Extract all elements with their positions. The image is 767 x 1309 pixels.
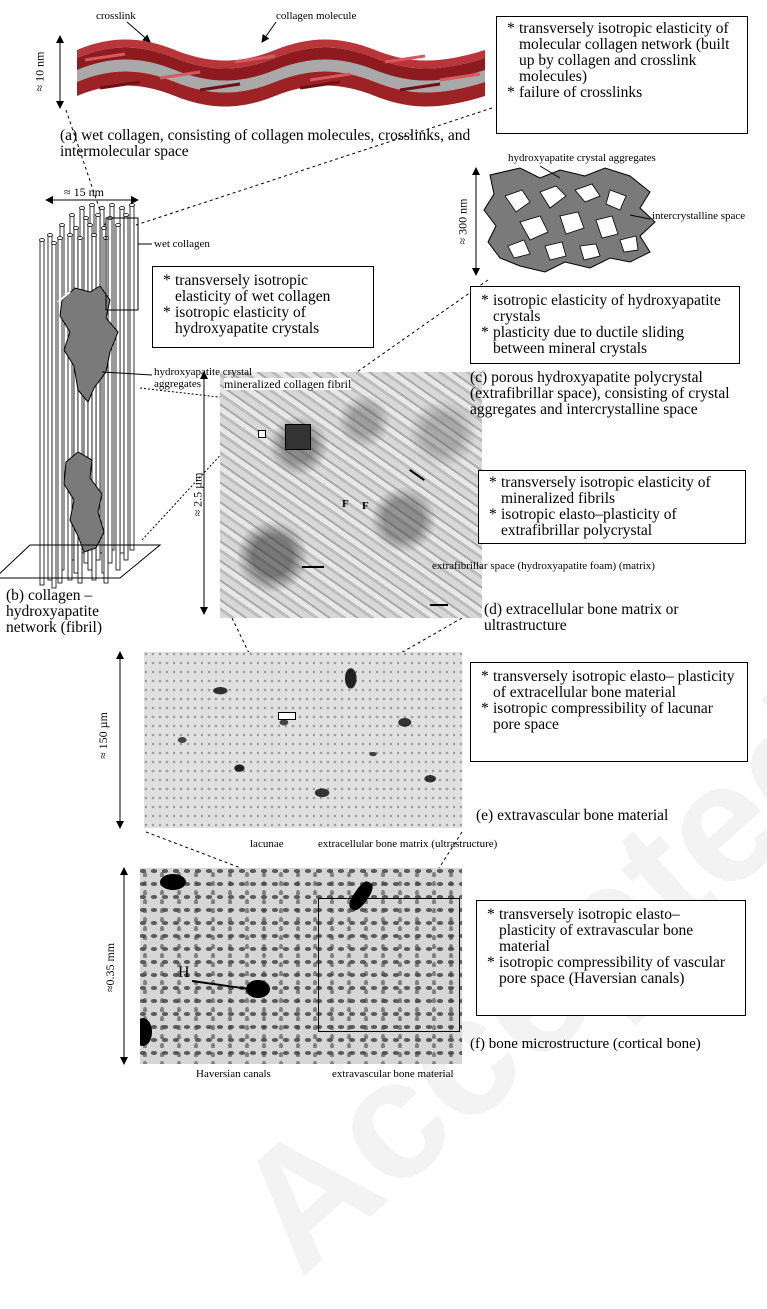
properties-box-b: transversely isotropic elasticity of wet… (152, 266, 374, 348)
fibril-bundle (0, 204, 160, 589)
property-d-2: isotropic elasto–plasticity of extrafibr… (489, 507, 739, 539)
intercrystalline-space-label: intercrystalline space (652, 210, 756, 222)
fibril-mark-f2: F (362, 500, 369, 512)
ultrastructure-marker (278, 712, 296, 720)
dimension-300nm: ≈ 300 nm (455, 199, 470, 245)
collagen-molecule-label: collagen molecule (276, 10, 356, 22)
properties-box-d: transversely isotropic elasticity of min… (478, 470, 746, 544)
dimension-15nm: ≈ 15 nm (64, 186, 104, 198)
crosslink-label: crosslink (96, 10, 136, 22)
property-e-2: isotropic compressibility of lacunar por… (481, 701, 741, 733)
dimension-10nm: ≈ 10 nm (32, 52, 47, 92)
photo-arrow-2 (409, 469, 425, 481)
property-d-1: transversely isotropic elasticity of min… (489, 475, 739, 507)
extravascular-material-label: extravascular bone material (332, 1068, 454, 1080)
caption-panel-a: (a) wet collagen, consisting of collagen… (60, 128, 480, 160)
caption-panel-f: (f) bone microstructure (cortical bone) (470, 1036, 766, 1052)
property-b-2: isotropic elasticity of hydroxyapatite c… (163, 305, 367, 337)
collagen-molecule-band (77, 38, 485, 107)
dimension-150um: ≈ 150 µm (96, 712, 111, 759)
wet-collagen-label: wet collagen (154, 238, 210, 250)
dimension-2-5um: ≈ 2.5 µm (190, 473, 205, 517)
ultrastructure-micrograph: F F (220, 372, 482, 618)
photo-arrow-1 (302, 566, 324, 568)
cortical-bone-micrograph: H (140, 868, 462, 1064)
dimension-0-35mm: ≈0.35 mm (103, 943, 118, 992)
properties-box-a: transversely isotropic elasticity of mol… (496, 16, 748, 134)
fibril-marker-small (258, 430, 266, 438)
property-c-1: isotropic elasticity of hydroxyapatite c… (481, 293, 733, 325)
property-f-1: transversely isotropic elasto– plasticit… (487, 907, 739, 955)
properties-box-f: transversely isotropic elasto– plasticit… (476, 900, 746, 1016)
caption-panel-d: (d) extracellular bone matrix or ultrast… (484, 602, 754, 634)
fibril-marker-large (285, 424, 311, 450)
property-b-1: transversely isotropic elasticity of wet… (163, 273, 367, 305)
properties-box-c: isotropic elasticity of hydroxyapatite c… (470, 286, 740, 364)
extravascular-marker (318, 898, 460, 1032)
caption-panel-e: (e) extravascular bone material (476, 808, 756, 824)
haversian-canals-label: Haversian canals (196, 1068, 271, 1080)
haversian-canal-3 (246, 980, 270, 998)
property-a-2: failure of crosslinks (507, 85, 741, 101)
caption-panel-b: (b) collagen – hydroxyapatite network (f… (6, 588, 146, 636)
property-a-1: transversely isotropic elasticity of mol… (507, 21, 741, 85)
haversian-canal-1 (160, 874, 186, 890)
extrafibrillar-space-label: extrafibrillar space (hydroxyapatite foa… (432, 560, 658, 573)
matrix-texture (144, 652, 462, 828)
caption-panel-c: (c) porous hydroxyapatite polycrystal (e… (470, 370, 762, 418)
extracellular-matrix-label: extracellular bone matrix (ultrastructur… (318, 838, 497, 850)
property-c-2: plasticity due to ductile sliding betwee… (481, 325, 733, 357)
property-f-2: isotropic compressibility of vascular po… (487, 955, 739, 987)
properties-box-e: transversely isotropic elasto– plasticit… (470, 662, 748, 762)
extravascular-micrograph (144, 652, 462, 828)
lacunae-label: lacunae (250, 838, 284, 850)
crystal-aggregates-label: hydroxyapatite crystal aggregates (508, 152, 656, 164)
haversian-mark-h: H (178, 964, 190, 982)
fibril-mark-f1: F (342, 498, 349, 510)
mineralized-fibril-label: mineralized collagen fibril (224, 378, 351, 390)
photo-arrow-3 (430, 604, 448, 606)
crystal-aggregate-drawing (484, 168, 655, 272)
property-e-1: transversely isotropic elasto– plasticit… (481, 669, 741, 701)
